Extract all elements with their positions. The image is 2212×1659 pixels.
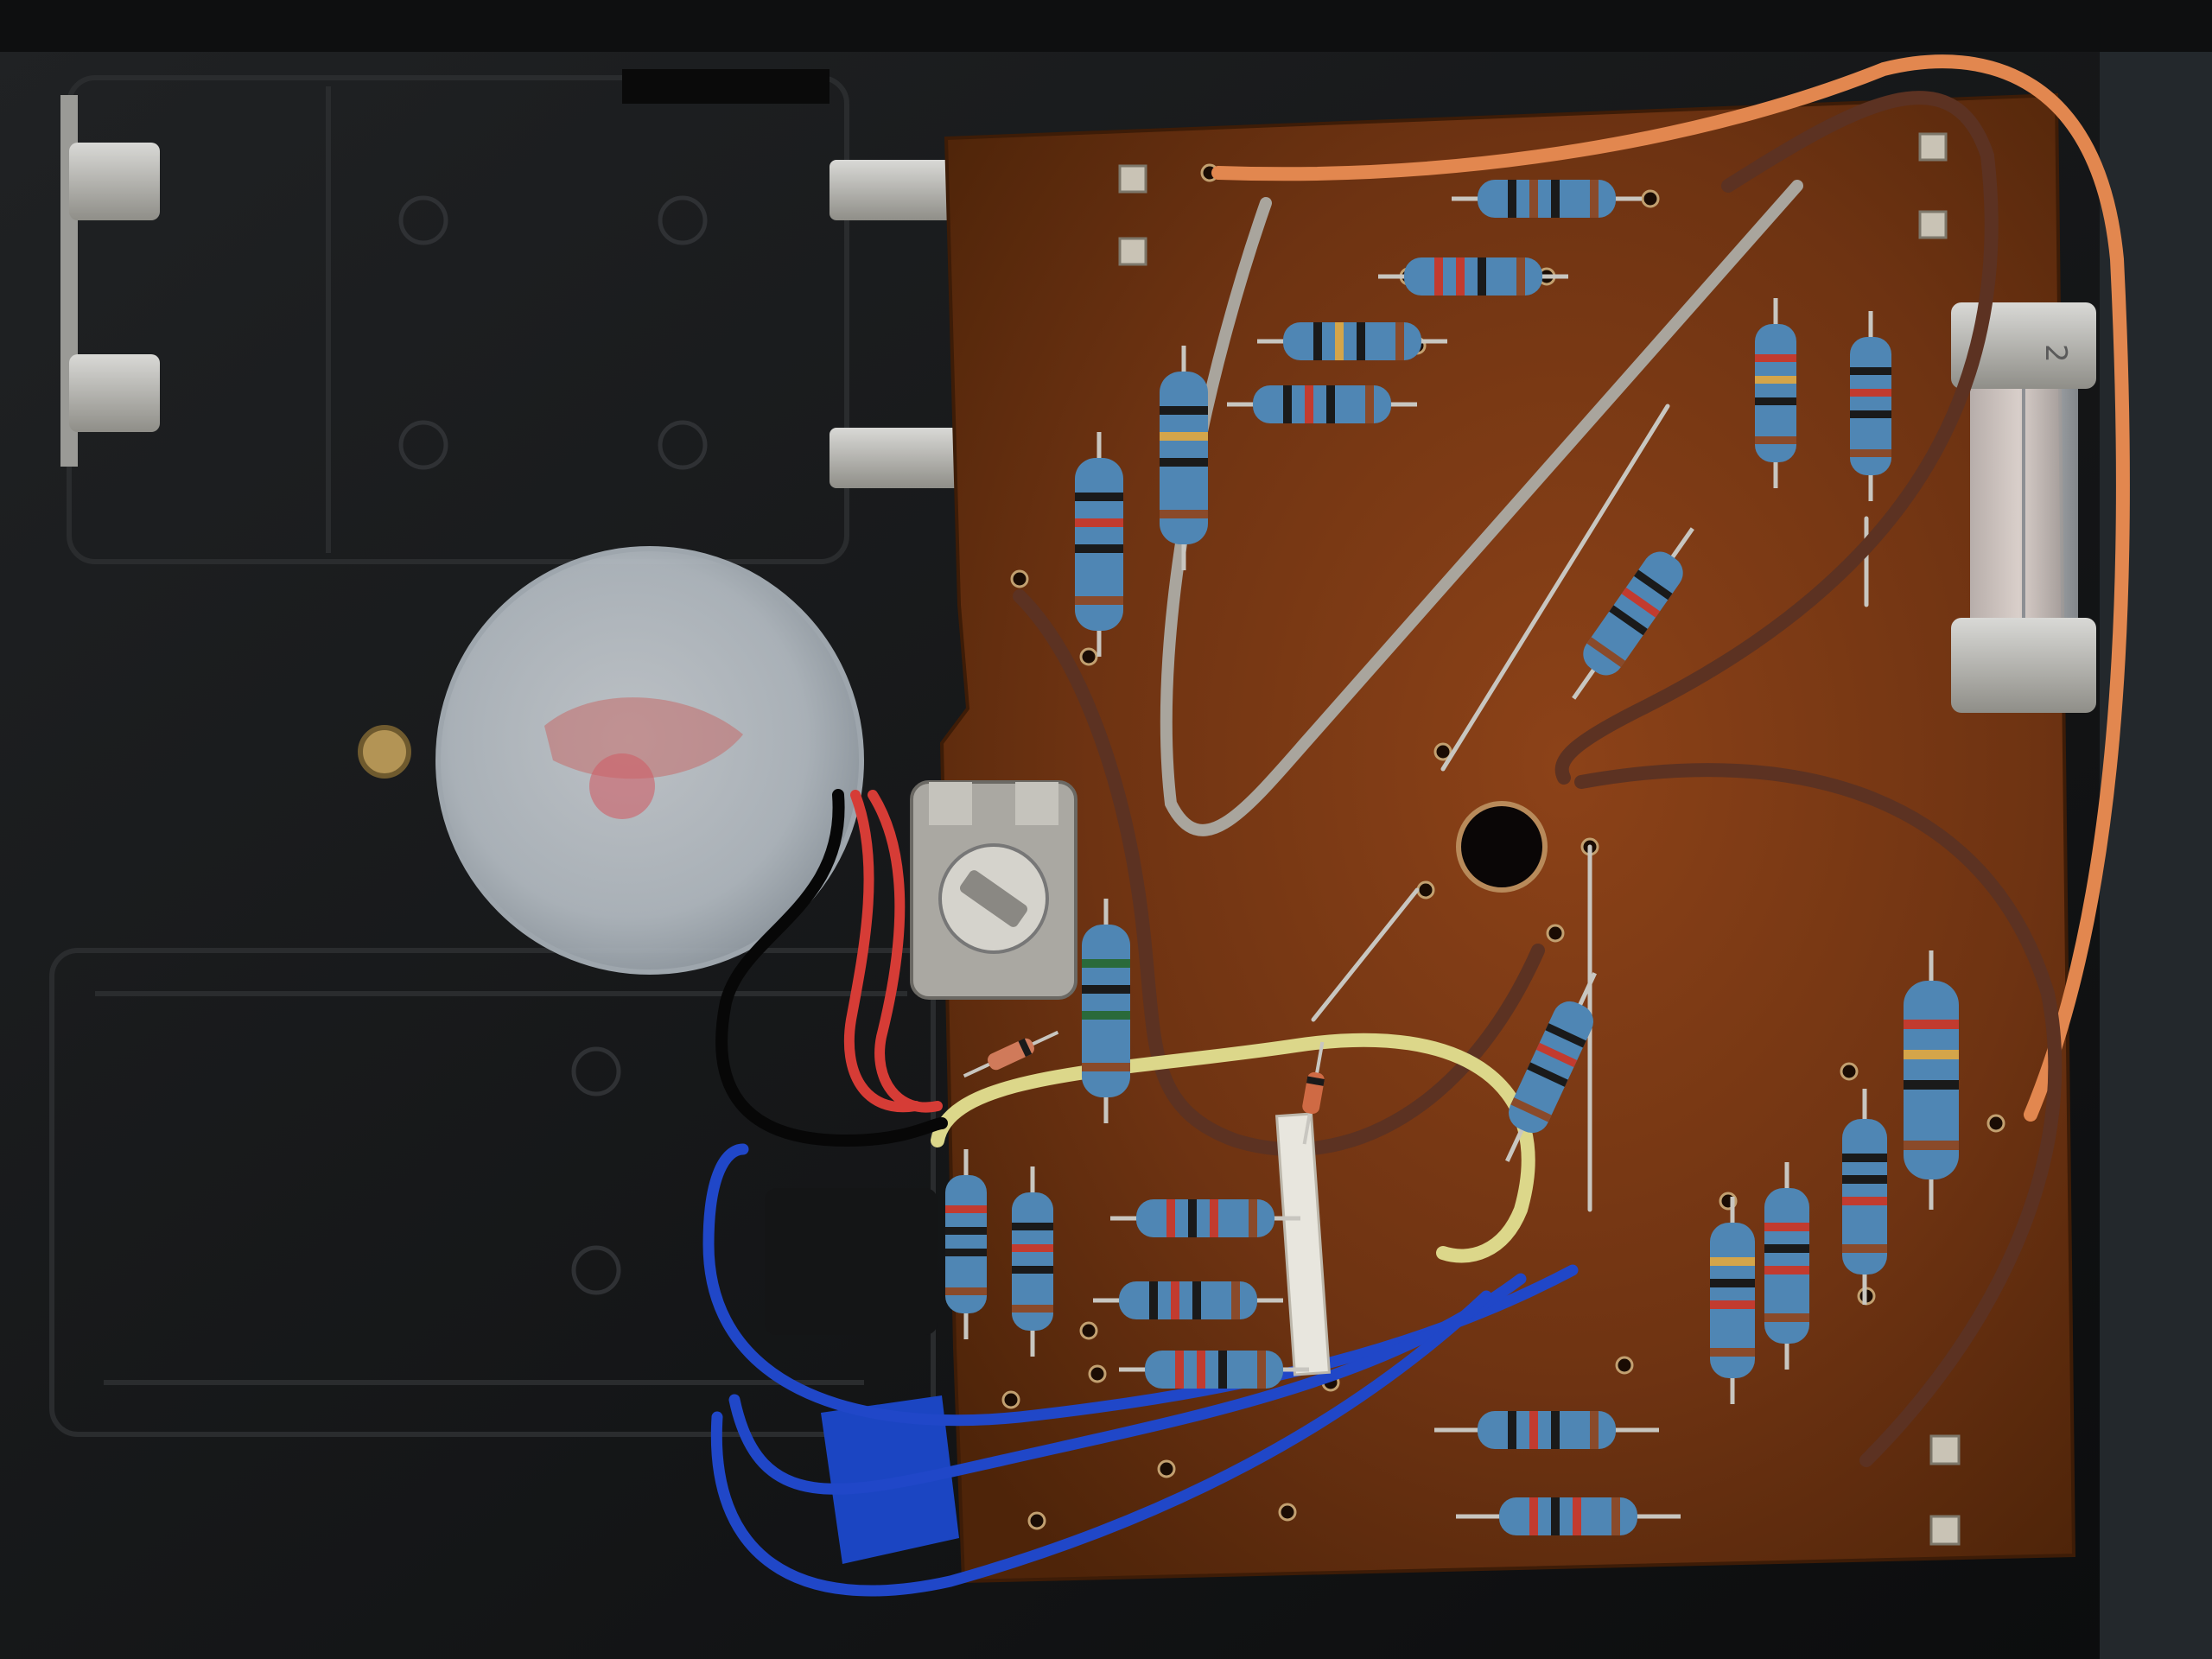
brass-screw-insert	[358, 725, 411, 779]
wire-yellow	[931, 1033, 1535, 1263]
diodes	[963, 1030, 1325, 1145]
wire-black	[715, 789, 948, 1147]
battery-clips-left	[60, 95, 160, 467]
wire-orange	[1211, 54, 2130, 1122]
polarity-markings	[398, 195, 708, 1295]
fuse-marking: 2	[2038, 344, 2073, 363]
trimmer-potentiometer	[910, 780, 1077, 1000]
wire-brown	[1013, 91, 2063, 1467]
buzzer-cap	[435, 546, 864, 975]
white-sleeved-wire	[1274, 1112, 1332, 1376]
mounting-hole	[1456, 801, 1548, 893]
case-top-rim	[0, 0, 2212, 52]
wire-red	[843, 790, 943, 1113]
resistors-horizontal	[1093, 180, 1681, 1535]
glass-fuse: 2	[1951, 302, 2096, 713]
battery-compartment	[49, 75, 936, 1437]
square-terminals	[1118, 132, 1961, 1546]
wire-blue	[702, 1143, 1579, 1597]
resistors-vertical	[945, 298, 1959, 1404]
dc-jack	[765, 1188, 938, 1335]
jumper-wires	[1160, 180, 1803, 836]
